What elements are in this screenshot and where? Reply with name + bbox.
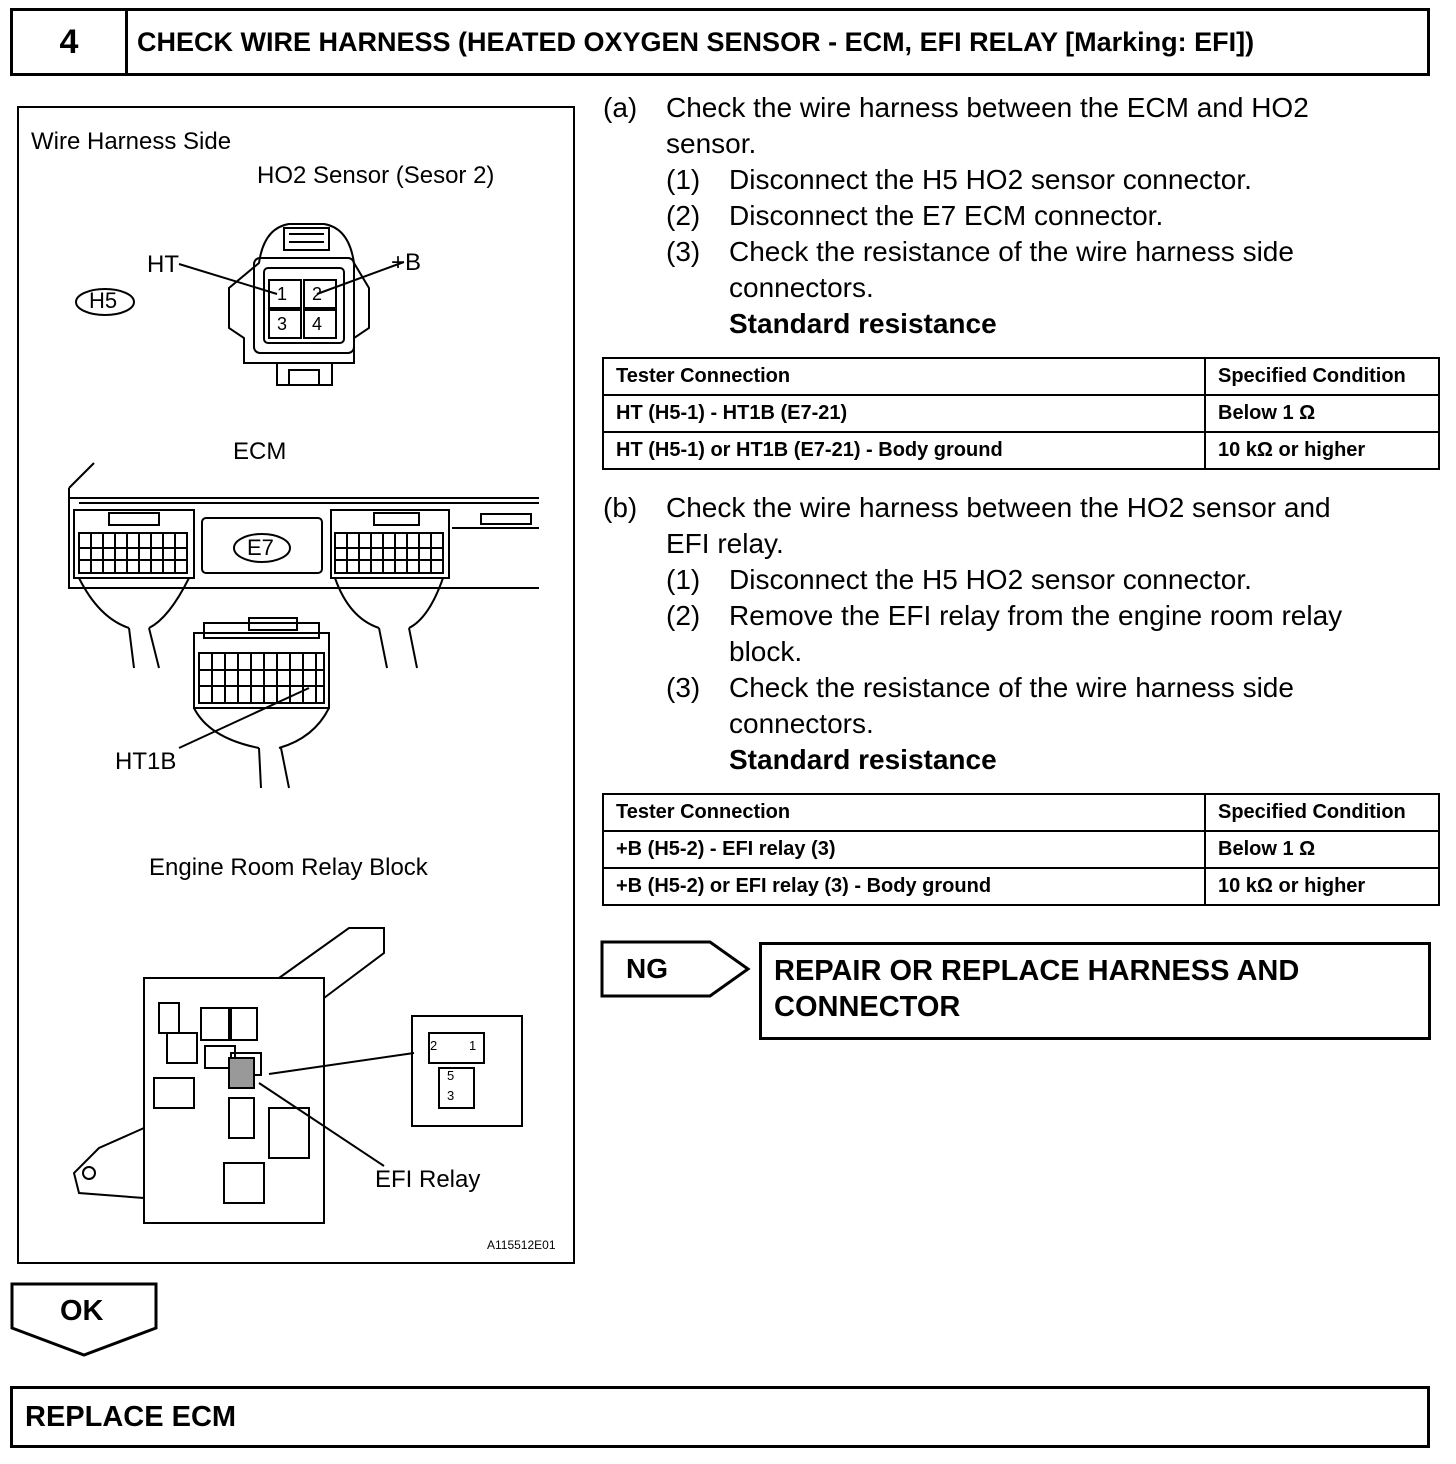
pin-2-label: 2 bbox=[312, 284, 323, 304]
step-b-sub3-2: connectors. bbox=[729, 708, 874, 739]
table-cell: +B (H5-2) - EFI relay (3) bbox=[602, 830, 1206, 869]
efi-relay-label: EFI Relay bbox=[375, 1166, 481, 1193]
table-header: Specified Condition bbox=[1204, 793, 1440, 832]
pin-4-label: 4 bbox=[312, 314, 323, 334]
table-cell: HT (H5-1) or HT1B (E7-21) - Body ground bbox=[602, 431, 1206, 470]
step-b-standard-title: Standard resistance bbox=[729, 744, 997, 775]
connector-diagram bbox=[68, 223, 539, 1224]
step-a-sub3-num: (3) bbox=[666, 236, 701, 267]
table-cell: Below 1 Ω bbox=[1204, 394, 1440, 433]
resistance-table-a: Tester Connection Specified Condition HT… bbox=[602, 357, 1440, 470]
step-b-sub1: Disconnect the H5 HO2 sensor connector. bbox=[729, 564, 1252, 595]
ok-label: OK bbox=[60, 1295, 104, 1327]
table-cell: Below 1 Ω bbox=[1204, 830, 1440, 869]
step-a-sub3-1: Check the resistance of the wire harness… bbox=[729, 236, 1294, 267]
step-title: CHECK WIRE HARNESS (HEATED OXYGEN SENSOR… bbox=[137, 26, 1255, 57]
step-a-marker: (a) bbox=[603, 92, 638, 123]
step-a-sub3-2: connectors. bbox=[729, 272, 874, 303]
table-header-row: Tester Connection Specified Condition bbox=[602, 793, 1440, 832]
table-cell: +B (H5-2) or EFI relay (3) - Body ground bbox=[602, 867, 1206, 906]
ht1b-label: HT1B bbox=[115, 748, 177, 775]
step-b-sub2-2: block. bbox=[729, 636, 803, 667]
step-a-sub2-num: (2) bbox=[666, 200, 701, 231]
table-header: Specified Condition bbox=[1204, 357, 1440, 396]
figure-id: A115512E01 bbox=[487, 1238, 556, 1252]
step-number: 4 bbox=[13, 11, 128, 73]
pin-3-label: 3 bbox=[277, 314, 288, 334]
step-a-text-1: Check the wire harness between the ECM a… bbox=[666, 92, 1309, 123]
step-a-text-2: sensor. bbox=[666, 128, 757, 159]
relay-pin-5-label: 5 bbox=[447, 1068, 455, 1083]
ng-action-line-1: REPAIR OR REPLACE HARNESS AND bbox=[774, 955, 1300, 987]
relay-pin-2-label: 2 bbox=[430, 1038, 438, 1053]
pin-1-label: 1 bbox=[277, 284, 288, 304]
ht-label: HT bbox=[147, 251, 179, 278]
table-cell: 10 kΩ or higher bbox=[1204, 431, 1440, 470]
step-b-sub3-num: (3) bbox=[666, 672, 701, 703]
step-b-text-1: Check the wire harness between the HO2 s… bbox=[666, 492, 1331, 523]
step-a-sub1-num: (1) bbox=[666, 164, 701, 195]
wire-harness-side-label: Wire Harness Side bbox=[31, 128, 232, 155]
resistance-table-b: Tester Connection Specified Condition +B… bbox=[602, 793, 1440, 906]
step-b-marker: (b) bbox=[603, 492, 638, 523]
ecm-label: ECM bbox=[233, 438, 287, 465]
step-a-standard-title: Standard resistance bbox=[729, 308, 997, 339]
ng-arrow-icon bbox=[600, 940, 751, 998]
step-a-sub2: Disconnect the E7 ECM connector. bbox=[729, 200, 1164, 231]
table-cell: HT (H5-1) - HT1B (E7-21) bbox=[602, 394, 1206, 433]
relay-block-label: Engine Room Relay Block bbox=[149, 854, 428, 881]
plus-b-label: +B bbox=[391, 249, 422, 276]
ng-action-line-2: CONNECTOR bbox=[774, 991, 961, 1023]
table-row: +B (H5-2) - EFI relay (3) Below 1 Ω bbox=[602, 830, 1440, 869]
relay-block-drawing bbox=[72, 927, 523, 1224]
step-b-text-2: EFI relay. bbox=[666, 528, 784, 559]
ok-arrow-icon bbox=[10, 1282, 158, 1357]
step-b-sub2-num: (2) bbox=[666, 600, 701, 631]
step-b-sub1-num: (1) bbox=[666, 564, 701, 595]
table-header: Tester Connection bbox=[602, 793, 1206, 832]
table-header: Tester Connection bbox=[602, 357, 1206, 396]
table-header-row: Tester Connection Specified Condition bbox=[602, 357, 1440, 396]
e7-label: E7 bbox=[247, 535, 274, 560]
step-header: 4 CHECK WIRE HARNESS (HEATED OXYGEN SENS… bbox=[10, 8, 1430, 76]
ho2-connector-drawing bbox=[75, 223, 405, 386]
ng-label: NG bbox=[626, 953, 668, 984]
relay-pin-1-label: 1 bbox=[469, 1038, 477, 1053]
step-b-sub3-1: Check the resistance of the wire harness… bbox=[729, 672, 1294, 703]
ok-action: REPLACE ECM bbox=[25, 1401, 237, 1433]
table-row: HT (H5-1) - HT1B (E7-21) Below 1 Ω bbox=[602, 394, 1440, 433]
relay-pin-3-label: 3 bbox=[447, 1088, 455, 1103]
ok-action-box: REPLACE ECM bbox=[10, 1386, 1430, 1448]
h5-label: H5 bbox=[89, 288, 118, 313]
step-b-sub2-1: Remove the EFI relay from the engine roo… bbox=[729, 600, 1343, 631]
table-row: HT (H5-1) or HT1B (E7-21) - Body ground … bbox=[602, 431, 1440, 470]
ng-action-box: REPAIR OR REPLACE HARNESS AND CONNECTOR bbox=[759, 942, 1431, 1040]
step-a-sub1: Disconnect the H5 HO2 sensor connector. bbox=[729, 164, 1252, 195]
wiring-figure: Wire Harness Side HO2 Sensor (Sesor 2) H… bbox=[17, 106, 575, 1264]
ecm-drawing bbox=[68, 462, 539, 789]
table-cell: 10 kΩ or higher bbox=[1204, 867, 1440, 906]
ho2-sensor-label: HO2 Sensor (Sesor 2) bbox=[257, 162, 495, 189]
table-row: +B (H5-2) or EFI relay (3) - Body ground… bbox=[602, 867, 1440, 906]
